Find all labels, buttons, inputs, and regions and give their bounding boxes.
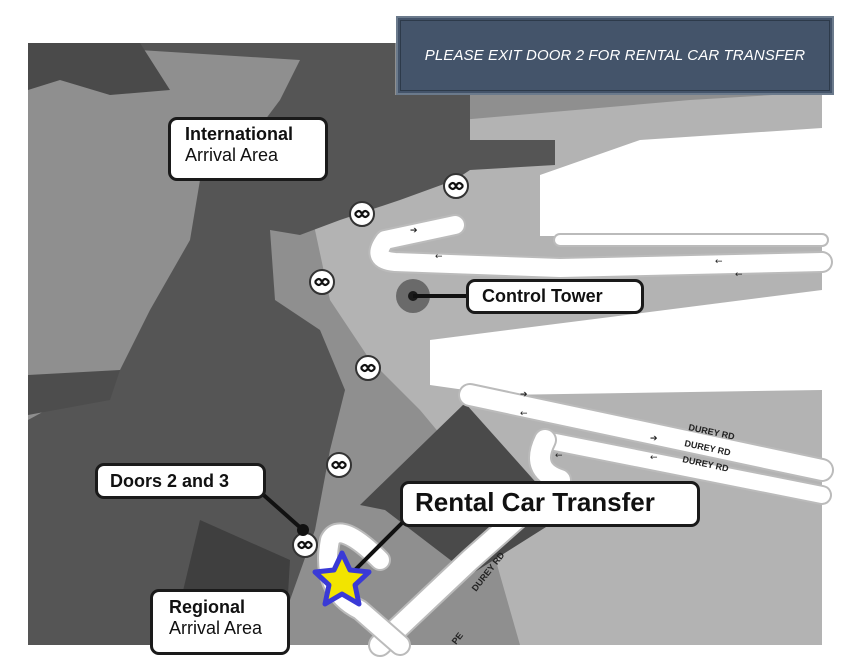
baggage-claim-icon	[326, 452, 352, 478]
doors-label: Doors 2 and 3	[95, 463, 266, 499]
international-label-line1: International	[185, 124, 294, 144]
svg-text:←: ←	[555, 451, 563, 461]
upper-road	[368, 214, 833, 279]
rental-car-transfer-label: Rental Car Transfer	[400, 481, 700, 527]
regional-arrival-label: Regional Arrival Area	[150, 589, 290, 655]
star-marker-icon	[312, 550, 372, 607]
rental-leader	[353, 518, 407, 572]
baggage-claim-icons	[292, 173, 469, 558]
baggage-claim-icon	[443, 173, 469, 199]
terminal-wing-left	[28, 370, 120, 415]
svg-text:←: ←	[435, 252, 443, 262]
svg-text:←: ←	[715, 257, 723, 267]
terminal-annex	[28, 43, 170, 95]
airfield-white-lower	[430, 290, 822, 395]
doors-leader-dot	[297, 524, 309, 536]
rental-car-transfer-text: Rental Car Transfer	[415, 487, 655, 517]
exit-instruction-text: PLEASE EXIT DOOR 2 FOR RENTAL CAR TRANSF…	[424, 47, 806, 64]
baggage-claim-icon	[355, 355, 381, 381]
svg-text:➔: ➔	[650, 434, 658, 444]
control-tower-text: Control Tower	[482, 286, 603, 306]
regional-label-line2: Arrival Area	[169, 617, 263, 638]
airfield-white-area	[540, 128, 822, 236]
baggage-claim-icon	[292, 532, 318, 558]
svg-text:←: ←	[735, 270, 743, 280]
baggage-claim-icon	[349, 201, 375, 227]
road-direction-arrows: ➔ ← ← ← ➔ ← ➔ ← ←	[410, 226, 743, 463]
baggage-claim-icon	[309, 269, 335, 295]
lower-road	[317, 383, 834, 657]
international-arrival-label: International Arrival Area	[168, 117, 328, 181]
doors-text: Doors 2 and 3	[110, 471, 230, 491]
svg-text:➔: ➔	[410, 226, 418, 236]
doors-leader	[256, 488, 305, 532]
regional-label-line1: Regional	[169, 597, 246, 617]
international-label-line2: Arrival Area	[185, 144, 279, 165]
svg-text:➔: ➔	[520, 390, 528, 400]
exit-instruction-banner: PLEASE EXIT DOOR 2 FOR RENTAL CAR TRANSF…	[396, 16, 834, 95]
svg-text:←: ←	[650, 453, 658, 463]
svg-text:←: ←	[520, 409, 528, 419]
control-tower-label: Control Tower	[466, 279, 644, 314]
